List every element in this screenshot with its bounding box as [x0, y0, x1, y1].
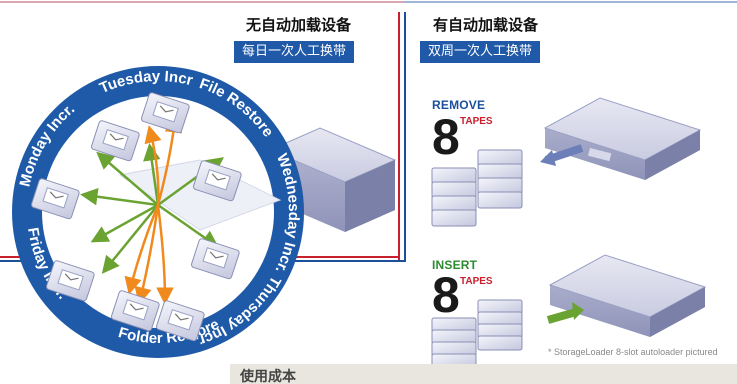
remove-unit: TAPES	[460, 116, 493, 127]
green-arrows	[80, 143, 225, 274]
top-rule-blue	[403, 1, 737, 3]
insert-unit: TAPES	[460, 276, 493, 287]
insert-label: INSERT	[432, 258, 478, 272]
insert-arrow-head-icon	[572, 302, 584, 320]
divider-red	[398, 12, 400, 260]
autoloader-remove-device-icon	[543, 97, 702, 180]
remove-label: REMOVE	[432, 98, 486, 112]
right-tag: 双周一次人工换带	[420, 41, 541, 63]
divider-blue	[404, 12, 406, 260]
top-rule-red	[0, 1, 403, 3]
left-tag: 每日一次人工换带	[234, 41, 355, 63]
tape-cartridge-icon	[31, 92, 242, 342]
remove-count: 8	[432, 109, 460, 165]
insert-arrow-icon	[546, 308, 578, 324]
tape-stack-remove-icon	[431, 149, 523, 227]
caption-box: 使用成本	[230, 364, 737, 384]
autoloader-insert-device-icon	[548, 254, 707, 337]
top-rule	[0, 0, 737, 7]
left-title: 无自动加载设备	[246, 16, 352, 34]
footnote: * StorageLoader 8-slot autoloader pictur…	[548, 347, 718, 357]
remove-arrow-head-icon	[540, 150, 556, 166]
insert-count: 8	[432, 267, 460, 323]
right-title: 有自动加载设备	[433, 16, 539, 34]
bottom-caption: 使用成本	[240, 369, 296, 384]
